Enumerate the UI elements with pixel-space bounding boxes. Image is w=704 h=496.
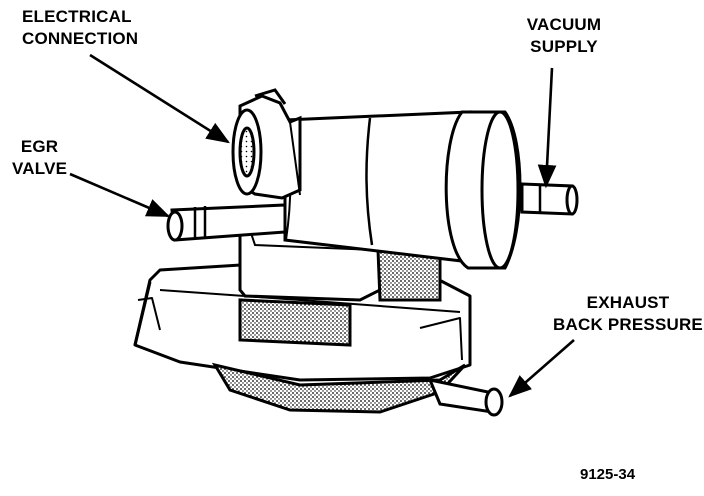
label-line: BACK PRESSURE	[553, 315, 703, 334]
leader-vacuum	[537, 67, 557, 189]
leader-exhaust	[508, 339, 575, 398]
solenoid-cylinder	[283, 110, 472, 264]
label-line: VACUUM	[526, 15, 602, 34]
vacuum-supply-label: VACUUM SUPPLY	[514, 14, 614, 58]
vacuum-nipple	[520, 182, 579, 216]
label-line: EXHAUST	[586, 293, 670, 312]
egr-valve-port	[166, 203, 287, 242]
leader-lines	[69, 53, 575, 398]
leader-egr	[69, 172, 171, 218]
label-line: EGR	[20, 137, 59, 156]
figure-number: 9125-34	[580, 466, 636, 483]
end-cap	[444, 110, 522, 270]
exhaust-pipe	[427, 377, 504, 417]
label-line: VALVE	[12, 159, 68, 178]
electrical-connection-label: ELECTRICAL CONNECTION	[22, 6, 138, 50]
exhaust-back-pressure-label: EXHAUST BACK PRESSURE	[548, 292, 704, 336]
label-line: CONNECTION	[22, 29, 139, 48]
leader-electrical	[89, 53, 230, 144]
electrical-connector	[231, 88, 302, 200]
lower-body	[211, 298, 467, 414]
egr-valve-label: EGR VALVE	[12, 136, 67, 180]
label-line: SUPPLY	[530, 37, 598, 56]
label-line: ELECTRICAL	[22, 7, 132, 26]
